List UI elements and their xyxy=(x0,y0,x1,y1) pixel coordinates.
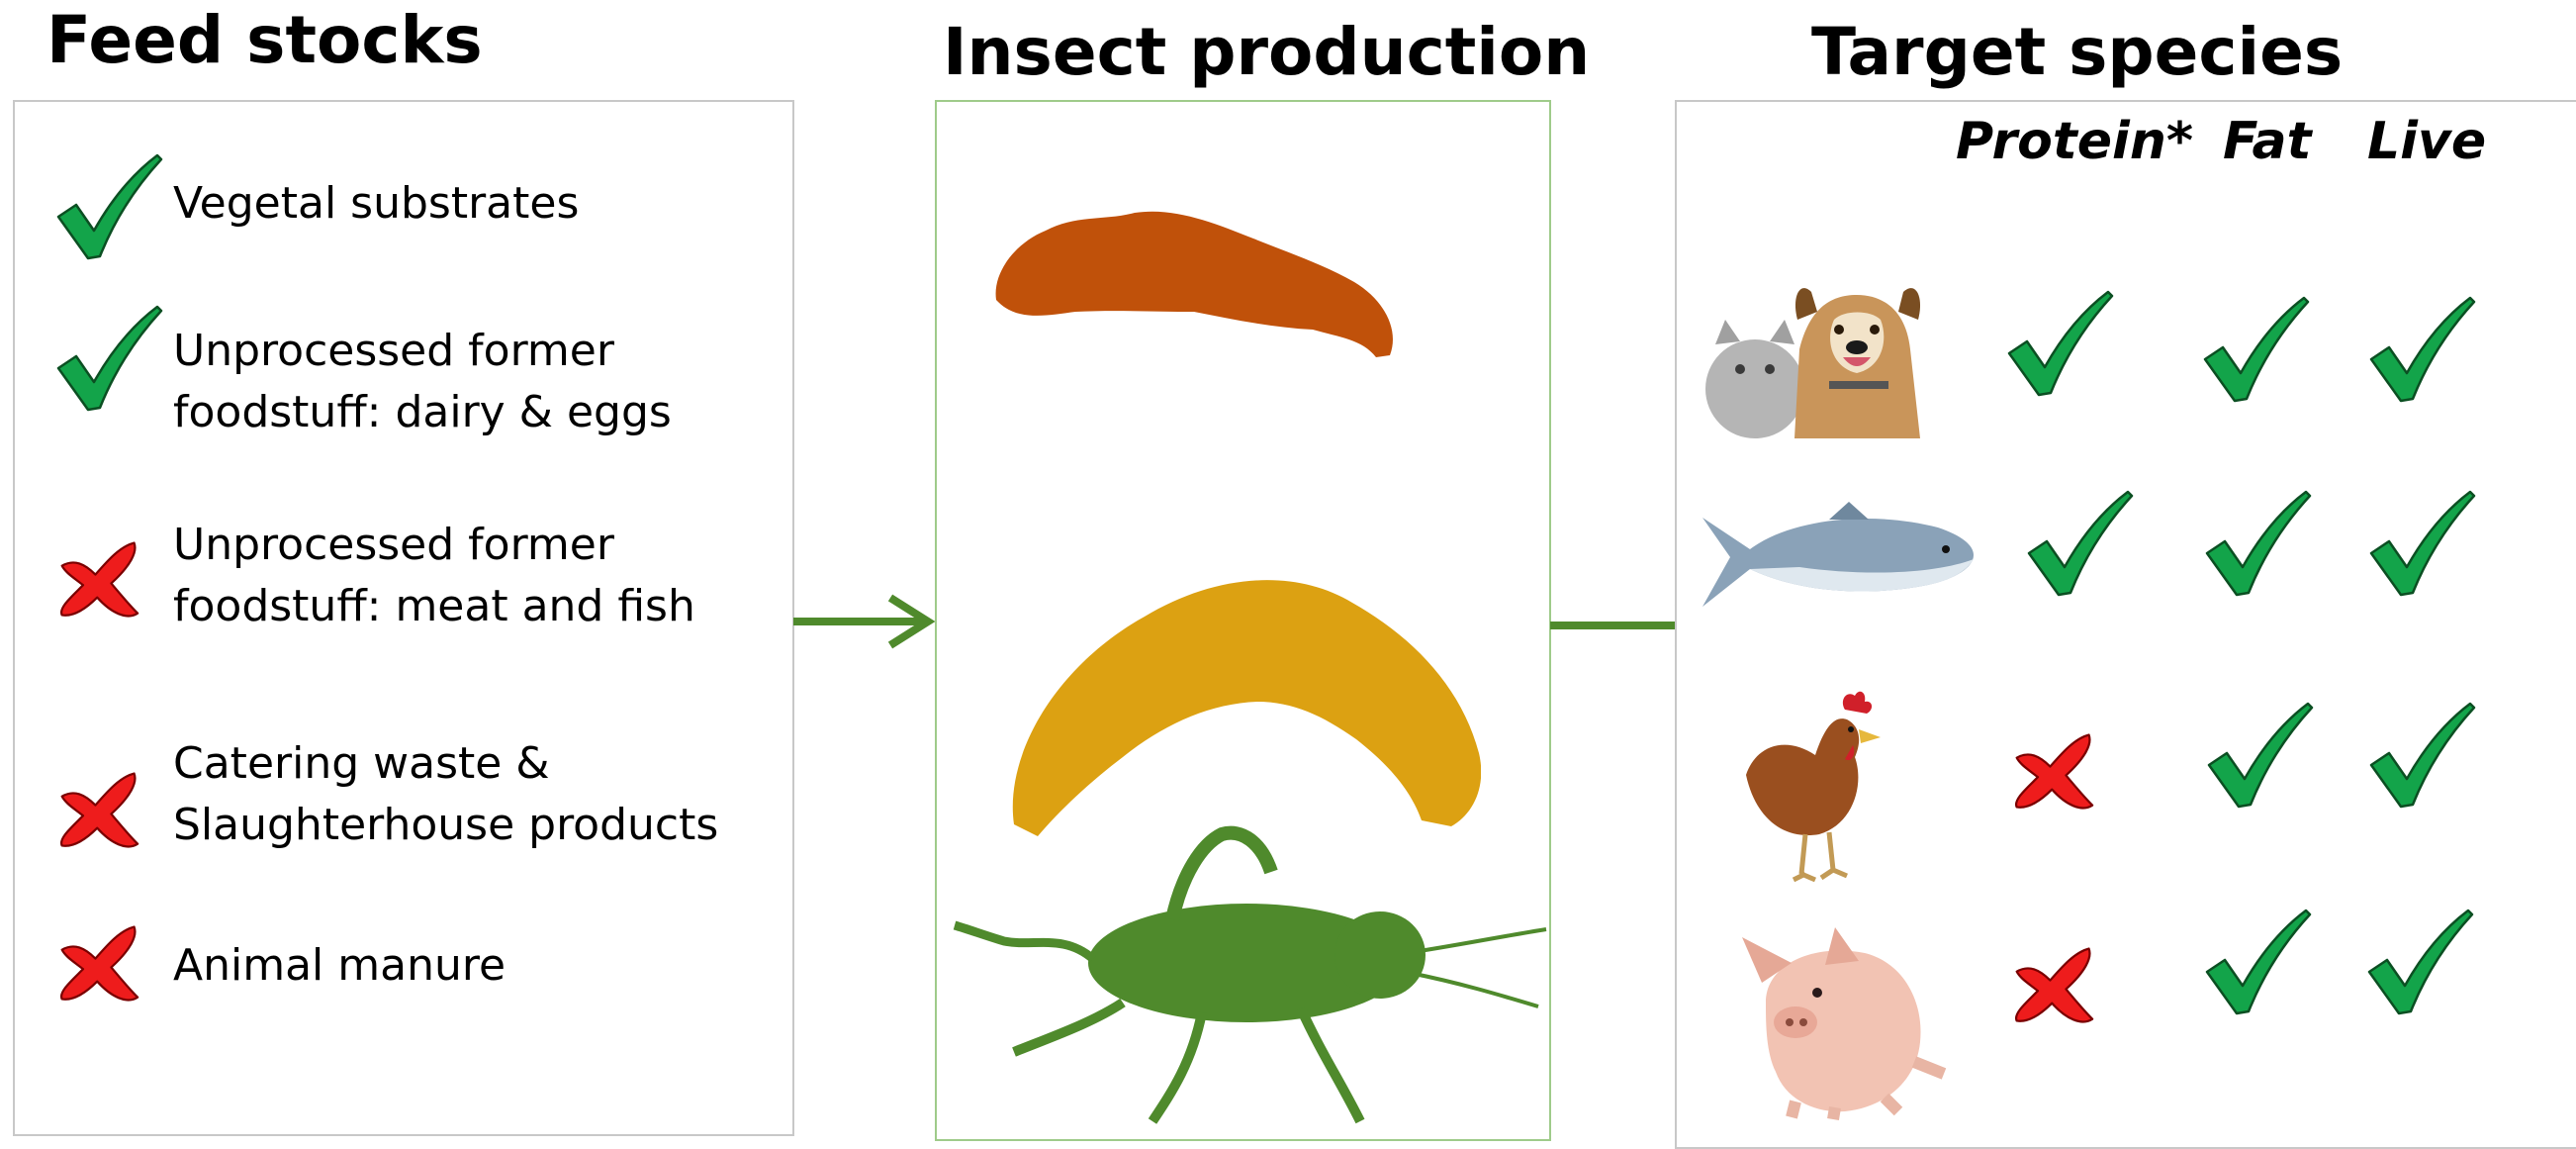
mealworm-silhouette-icon xyxy=(996,527,1481,844)
check-icon xyxy=(54,305,163,414)
column-header-protein: Protein* xyxy=(1956,112,2193,171)
check-icon xyxy=(2367,702,2476,811)
feed-stocks-heading: Feed stocks xyxy=(46,8,483,73)
fish-icon xyxy=(1701,498,1978,617)
target-species-heading: Target species xyxy=(1811,20,2343,85)
cross-icon xyxy=(2009,945,2098,1024)
check-icon xyxy=(2365,909,2474,1017)
check-icon xyxy=(2205,702,2314,811)
feed-item-label: Unprocessed former foodstuff: meat and f… xyxy=(173,515,806,637)
check-icon xyxy=(2203,909,2312,1017)
insect-production-heading: Insect production xyxy=(943,20,1590,85)
check-icon xyxy=(2367,490,2476,599)
feed-item-label: Animal manure xyxy=(173,935,806,997)
check-icon xyxy=(2005,290,2114,399)
target-species-box: Protein* Fat Live xyxy=(1675,100,2576,1149)
cricket-silhouette-icon xyxy=(945,824,1548,1141)
check-icon xyxy=(2025,490,2134,599)
check-icon xyxy=(2203,490,2312,599)
check-icon xyxy=(2367,296,2476,405)
cat-and-dog-icon xyxy=(1701,250,1928,438)
arrow-right-icon xyxy=(791,592,940,651)
cross-icon xyxy=(54,770,143,849)
check-icon xyxy=(2201,296,2310,405)
feed-item-label: Vegetal substrates xyxy=(173,173,806,235)
larva-silhouette-icon xyxy=(986,161,1402,359)
feed-stocks-box: Vegetal substrates Unprocessed former fo… xyxy=(13,100,794,1136)
chicken-icon xyxy=(1736,686,1885,884)
feed-item-label: Catering waste & Slaughterhouse products xyxy=(173,733,806,856)
column-header-live: Live xyxy=(2367,112,2486,171)
column-header-fat: Fat xyxy=(2223,112,2312,171)
cross-icon xyxy=(2009,731,2098,811)
cross-icon xyxy=(54,923,143,1003)
check-icon xyxy=(54,153,163,262)
feed-item-label: Unprocessed former foodstuff: dairy & eg… xyxy=(173,321,806,443)
pig-icon xyxy=(1726,913,1983,1121)
insect-production-box xyxy=(935,100,1551,1141)
cross-icon xyxy=(54,539,143,619)
